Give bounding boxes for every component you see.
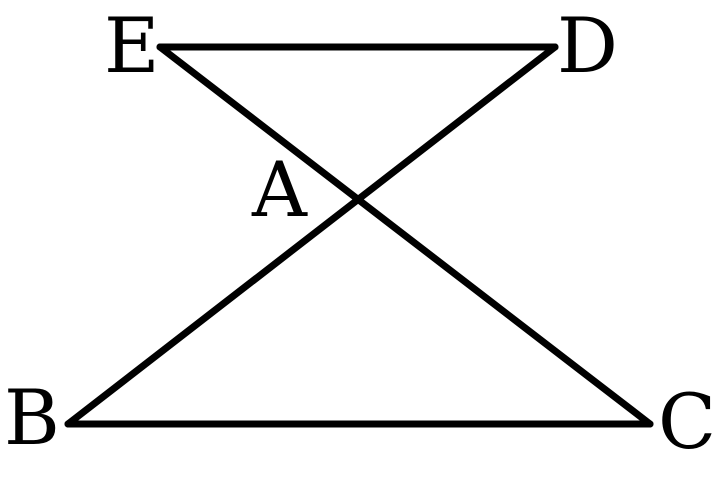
point-label-A: A: [251, 145, 308, 234]
segment-EC: [156, 43, 654, 428]
point-label-E: E: [104, 1, 159, 90]
point-label-B: B: [4, 373, 60, 462]
point-label-C: C: [658, 377, 716, 466]
point-label-D: D: [557, 1, 618, 90]
segment-DB: [64, 43, 559, 428]
